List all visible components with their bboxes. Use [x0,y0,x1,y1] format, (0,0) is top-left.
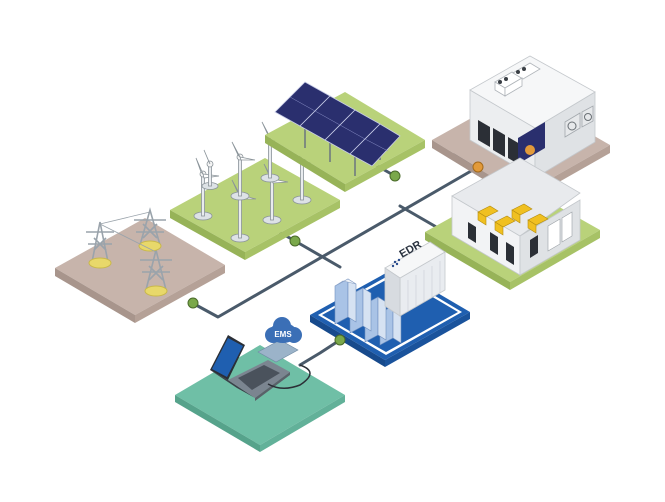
tile-battery-storage: EDR [310,239,470,367]
edr-logo-icon [391,258,401,268]
wind-turbine-icon [193,121,319,243]
tile-wind-turbines [170,121,340,260]
node-solar [389,170,401,182]
tile-solar-panels [265,81,425,192]
node-battery [334,334,346,346]
trunk-line [194,165,480,319]
ems-cloud-icon [265,317,302,343]
tile-transmission-towers [55,207,225,323]
solar-panel-icon [274,81,401,176]
node-datacenter-upper [472,161,484,173]
tower-icon [86,207,172,291]
node-turbines [289,235,301,247]
tablet-icon [257,339,299,363]
line-to-blue-tile [293,239,342,269]
tile-datacenter-lower [425,157,600,290]
junction-nodes [187,161,484,346]
laptop-icon [210,335,290,401]
battery-rack-icon [334,278,402,346]
tile-laptop-ems: EMS [175,317,345,452]
line-to-laptop [298,338,342,367]
ems-label: EMS [274,330,292,339]
node-transmission [187,297,199,309]
